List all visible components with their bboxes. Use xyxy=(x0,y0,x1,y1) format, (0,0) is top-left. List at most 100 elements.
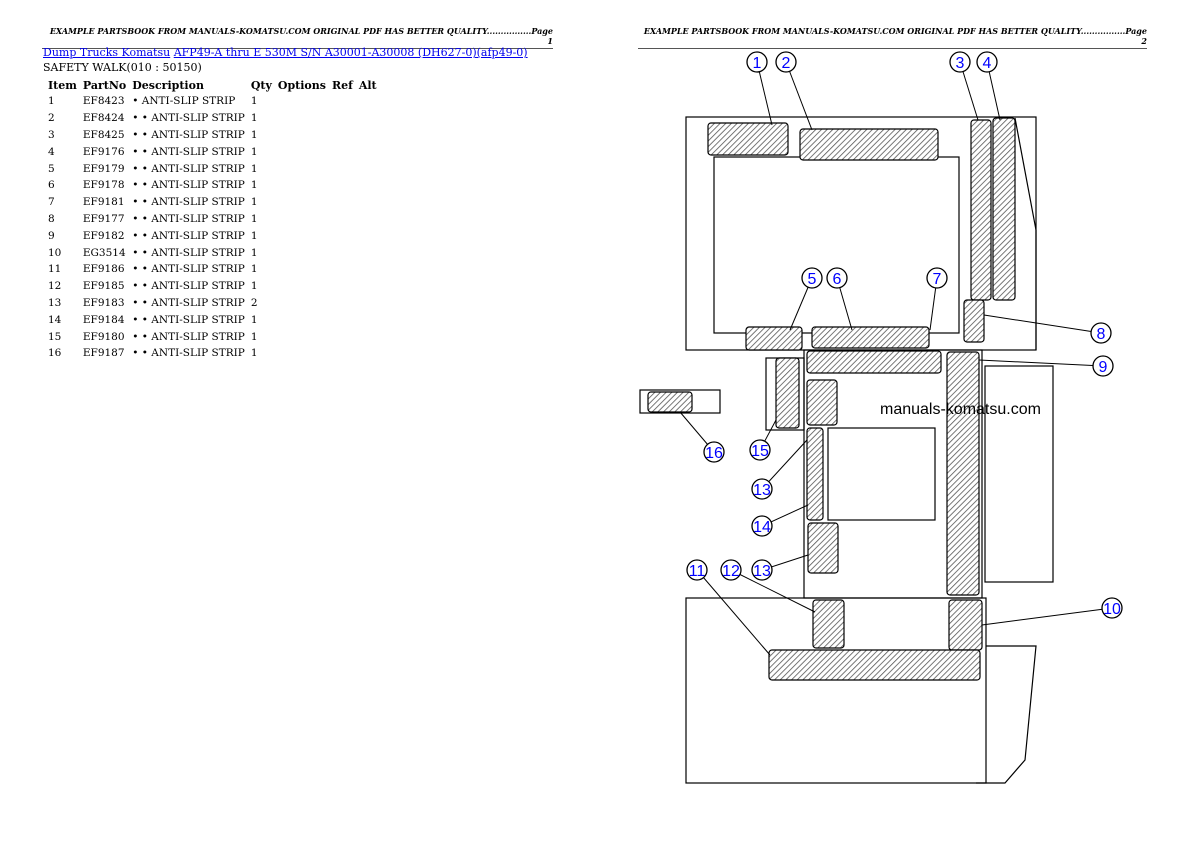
breadcrumb-link-category[interactable]: Dump Trucks Komatsu xyxy=(43,46,171,59)
callout-circle xyxy=(1090,322,1112,344)
anti-slip-strip xyxy=(745,326,803,351)
column-header: Alt xyxy=(358,78,377,92)
diagram-outline xyxy=(1014,117,1037,350)
description-cell: • • ANTI-SLIP STRIP xyxy=(132,330,245,343)
leader-line xyxy=(978,359,1104,367)
diagram-outline xyxy=(639,389,721,414)
anti-slip-strip xyxy=(992,117,1016,301)
item-cell: 10 xyxy=(48,246,62,259)
callout-14[interactable]: 14 xyxy=(751,504,809,537)
callout-15[interactable]: 15 xyxy=(749,419,777,461)
leader-line xyxy=(785,61,813,131)
qty-cell: 1 xyxy=(250,179,258,192)
callout-5[interactable]: 5 xyxy=(789,267,823,331)
qty-cell: 1 xyxy=(250,246,258,259)
qty-cell: 1 xyxy=(250,330,258,343)
column-header: Ref xyxy=(331,78,353,92)
breadcrumb-link-model[interactable]: AFP49-A thru E 530M S/N A30001-A30008 (D… xyxy=(173,46,528,59)
description-cell: • • ANTI-SLIP STRIP xyxy=(132,246,245,259)
section-title: SAFETY WALK(010 : 50150) xyxy=(43,61,202,74)
partno-cell: EF9180 xyxy=(82,330,125,343)
callout-16[interactable]: 16 xyxy=(679,411,725,463)
callout-13[interactable]: 13 xyxy=(751,439,808,500)
description-cell: • • ANTI-SLIP STRIP xyxy=(132,112,245,125)
item-cell: 13 xyxy=(48,296,62,309)
qty-cell: 1 xyxy=(250,263,258,276)
item-cell: 16 xyxy=(48,347,62,360)
page-header-right: EXAMPLE PARTSBOOK FROM MANUALS-KOMATSU.C… xyxy=(638,26,1147,49)
callout-10[interactable]: 10 xyxy=(981,597,1123,626)
qty-cell: 1 xyxy=(250,313,258,326)
item-cell: 3 xyxy=(48,128,55,141)
callout-circle xyxy=(826,267,848,289)
qty-cell: 1 xyxy=(250,347,258,360)
callout-number: 14 xyxy=(753,519,771,536)
callout-8[interactable]: 8 xyxy=(983,314,1112,344)
diagram-outline xyxy=(713,156,960,334)
diagram-outline xyxy=(976,645,1037,784)
leader-line xyxy=(983,314,1102,334)
anti-slip-strip xyxy=(811,326,930,349)
anti-slip-strip xyxy=(806,427,824,521)
callout-number: 15 xyxy=(751,443,769,460)
leader-line xyxy=(981,607,1113,626)
item-cell: 11 xyxy=(48,263,62,276)
callout-number: 10 xyxy=(1103,601,1121,618)
callout-circle xyxy=(801,267,823,289)
callout-9[interactable]: 9 xyxy=(978,355,1114,377)
callout-13[interactable]: 13 xyxy=(751,554,809,581)
anti-slip-strip xyxy=(946,351,980,596)
diagram-outline xyxy=(685,597,987,784)
anti-slip-strip xyxy=(963,299,985,343)
callout-7[interactable]: 7 xyxy=(926,267,948,331)
column-header: Options xyxy=(277,78,326,92)
partno-cell: EF9186 xyxy=(82,263,125,276)
column-header: Qty xyxy=(250,78,272,92)
callout-circle xyxy=(746,51,768,73)
description-cell: • • ANTI-SLIP STRIP xyxy=(132,128,245,141)
callout-2[interactable]: 2 xyxy=(775,51,813,131)
qty-cell: 2 xyxy=(250,296,258,309)
qty-cell: 1 xyxy=(250,196,258,209)
partno-cell: EF9184 xyxy=(82,313,125,326)
callout-3[interactable]: 3 xyxy=(949,51,979,121)
callout-number: 1 xyxy=(753,55,762,72)
callout-number: 13 xyxy=(753,563,771,580)
description-cell: • • ANTI-SLIP STRIP xyxy=(132,145,245,158)
callout-12[interactable]: 12 xyxy=(720,559,816,613)
callout-6[interactable]: 6 xyxy=(826,267,853,331)
item-cell: 15 xyxy=(48,330,62,343)
partno-cell: EF8423 xyxy=(82,95,125,108)
qty-cell: 1 xyxy=(250,162,258,175)
item-cell: 9 xyxy=(48,229,55,242)
watermark: manuals-komatsu.com xyxy=(880,401,1041,418)
anti-slip-strip xyxy=(647,391,693,413)
qty-cell: 1 xyxy=(250,145,258,158)
callout-1[interactable]: 1 xyxy=(746,51,773,126)
description-cell: • • ANTI-SLIP STRIP xyxy=(132,347,245,360)
partno-cell: EF9181 xyxy=(82,196,125,209)
callout-11[interactable]: 11 xyxy=(686,559,771,656)
callout-circle xyxy=(775,51,797,73)
description-cell: • • ANTI-SLIP STRIP xyxy=(132,212,245,225)
item-cell: 7 xyxy=(48,196,55,209)
partno-cell: EF9187 xyxy=(82,347,125,360)
partno-cell: EF9177 xyxy=(82,212,125,225)
partno-cell: EF8425 xyxy=(82,128,125,141)
description-cell: • ANTI-SLIP STRIP xyxy=(132,95,236,108)
anti-slip-strip xyxy=(799,128,939,161)
diagram-outline xyxy=(984,365,1054,583)
item-cell: 6 xyxy=(48,179,55,192)
callout-circle xyxy=(976,51,998,73)
description-cell: • • ANTI-SLIP STRIP xyxy=(132,296,245,309)
item-cell: 12 xyxy=(48,280,62,293)
description-cell: • • ANTI-SLIP STRIP xyxy=(132,229,245,242)
callout-number: 8 xyxy=(1097,326,1106,343)
callout-4[interactable]: 4 xyxy=(976,51,1001,121)
